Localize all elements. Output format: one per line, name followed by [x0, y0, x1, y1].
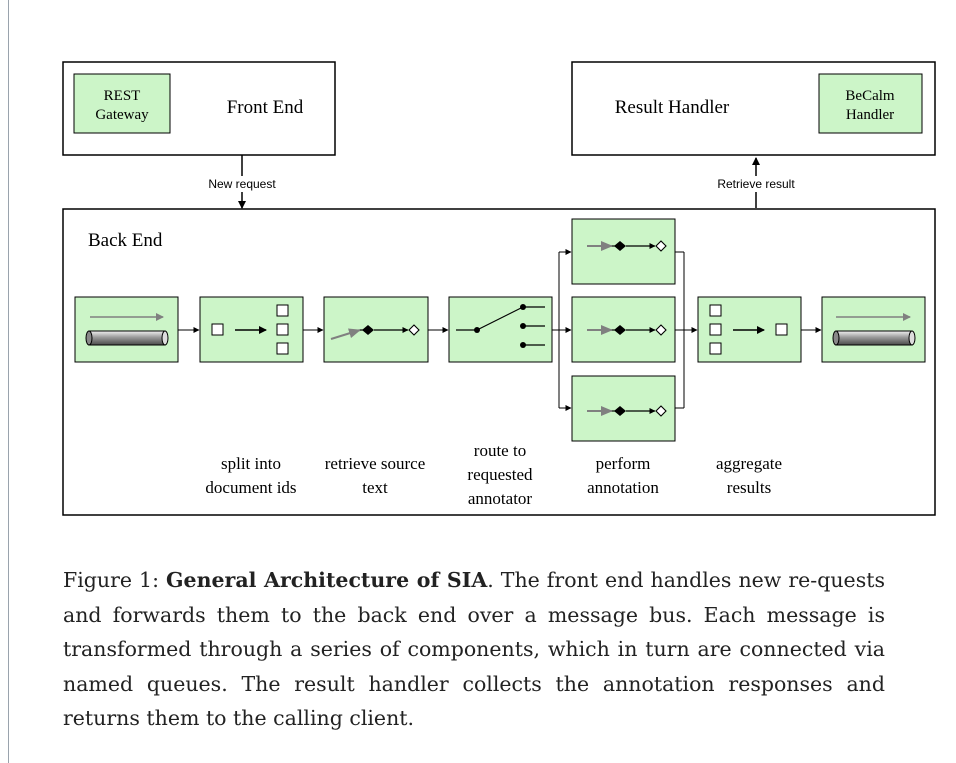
left-margin-rule	[8, 0, 9, 763]
rest-gateway-label-2: Gateway	[95, 107, 149, 123]
retrieve-process-icon	[330, 324, 420, 340]
split-label-2: document ids	[205, 478, 296, 497]
rest-gateway-label-1: REST	[104, 88, 141, 104]
new-request-label: New request	[208, 177, 276, 191]
split-output-doc-icon-1	[276, 304, 289, 317]
front-end-title: Front End	[227, 97, 304, 118]
aggregate-output-doc-icon	[775, 323, 788, 336]
back-end-title: Back End	[88, 230, 163, 251]
split-input-doc-icon	[211, 323, 224, 336]
annotate-label-2: annotation	[587, 478, 659, 497]
retrieve-label-1: retrieve source	[325, 454, 426, 473]
input-queue-component	[74, 296, 179, 363]
result-handler-title: Result Handler	[615, 97, 730, 118]
annotate-label-1: perform	[596, 454, 651, 473]
caption-text: . The front end handles new re-quests an…	[63, 568, 885, 730]
output-pipe-icon	[832, 330, 916, 346]
split-label-1: split into	[221, 454, 281, 473]
split-output-doc-icon-3	[276, 342, 289, 355]
fan-out-connectors	[552, 249, 572, 411]
aggregate-input-doc-icon-1	[709, 304, 722, 317]
becalm-handler-label-2: Handler	[846, 107, 894, 123]
aggregate-label-2: results	[727, 478, 771, 497]
figure-caption: Figure 1: General Architecture of SIA. T…	[63, 563, 885, 736]
route-label-1: route to	[474, 441, 526, 460]
annotator-component-1	[571, 218, 676, 285]
retrieve-result-label: Retrieve result	[717, 177, 795, 191]
caption-label: Figure 1:	[63, 568, 160, 592]
input-pipe-icon	[85, 330, 169, 346]
retrieve-result-label-bg	[706, 176, 806, 192]
output-queue-component	[821, 296, 926, 363]
new-request-label-bg	[200, 176, 284, 192]
becalm-handler-box	[818, 73, 923, 134]
route-label-3: annotator	[468, 489, 533, 508]
becalm-handler-label-1: BeCalm	[845, 88, 894, 104]
aggregate-label-1: aggregate	[716, 454, 782, 473]
fan-in-connectors	[675, 251, 698, 409]
architecture-diagram: REST Gateway Front End BeCalm Handler Re…	[62, 61, 936, 516]
router-switch-icon	[456, 304, 545, 348]
caption-title: General Architecture of SIA	[166, 568, 488, 592]
split-output-doc-icon-2	[276, 323, 289, 336]
aggregate-input-doc-icon-3	[709, 342, 722, 355]
route-label-2: requested	[467, 465, 533, 484]
aggregate-input-doc-icon-2	[709, 323, 722, 336]
rest-gateway-box	[73, 73, 171, 134]
retrieve-label-2: text	[362, 478, 388, 497]
